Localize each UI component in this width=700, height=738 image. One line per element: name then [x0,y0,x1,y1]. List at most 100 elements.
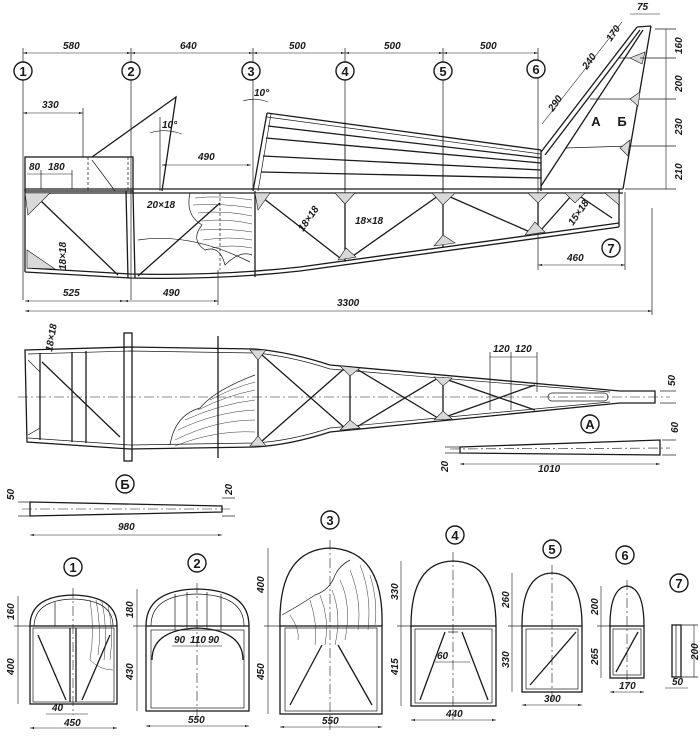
fin-dims: 75 170 240 290 160 200 230 210 [541,2,685,190]
section-4: 4 60 330 415 440 [390,525,497,722]
top-view-plywood-cutaway [169,374,256,447]
top-view: 18×18 120 120 50 [18,323,678,462]
station-marker-4: 4 [335,61,355,81]
dimension-label: 2 [193,556,200,571]
dimension-label: 980 [118,522,135,533]
dimension-label: 80 [29,162,41,173]
dimension-label: 120 [515,344,532,355]
dimension-label: 200 [690,643,700,661]
dimension-label: 430 [125,663,136,681]
fuselage-side-truss [24,188,623,280]
fin-frame: А Б [540,25,652,190]
dimension-label: 490 [197,152,215,163]
dimension-label: 415 [390,658,401,676]
dimension-label: 265 [590,648,601,666]
dimension-label: 300 [544,694,561,705]
dimension-label: 60 [670,421,681,433]
dimension-label: 290 [546,93,565,114]
dimension-label: 1 [19,64,26,79]
dimension-label: 75 [637,2,649,13]
station-spacing-dims: 580 640 500 500 500 [23,41,538,55]
section-1: 1 160 400 40 450 [6,557,118,730]
fin-part-label-a: А [591,114,601,129]
station-markers: 1 2 3 4 5 6 7 [13,59,621,258]
station-marker-1: 1 [13,61,33,81]
dimension-label: 200 [590,598,601,616]
cockpit-front: 330 80 180 490 10° 10° [23,88,270,192]
dimension-label: 550 [188,715,205,726]
part-b-detail: Б 50 20 980 [6,474,235,537]
dimension-label: 10° [162,120,178,131]
dimension-label: 260 [501,591,512,609]
section-2: 2 90 110 90 180 430 550 [125,553,250,728]
dimension-label: 1 [69,560,76,575]
section-7: 7 200 50 [665,573,700,689]
dimension-label: 5 [548,542,555,557]
dimension-label: 400 [256,576,267,594]
dimension-label: 500 [384,41,401,52]
station-marker-2: 2 [121,61,141,81]
dimension-label: 580 [63,41,80,52]
dimension-label: 18×18 [44,323,60,353]
dimension-label: 20×18 [146,200,176,211]
dimension-label: 180 [125,601,136,618]
dimension-label: 50 [6,488,17,500]
dimension-label: 18×18 [58,241,69,270]
cross-sections: 1 160 400 40 450 2 [6,510,700,730]
dimension-label: 640 [180,41,197,52]
dimension-label: 440 [445,709,463,720]
plywood-cutaway [188,192,253,270]
fin-part-label-b: Б [617,114,626,129]
dimension-label: 450 [63,718,81,729]
part-a-label: А [585,417,595,432]
dimension-label: 20 [224,483,235,496]
dimension-label: 500 [289,41,306,52]
dimension-label: 50 [667,374,678,386]
dimension-label: 3 [247,64,254,79]
dimension-label: 1010 [538,464,561,475]
dimension-label: 10° [254,88,270,99]
dimension-label: 4 [451,528,459,543]
dimension-label: 160 [6,603,17,620]
dimension-label: 4 [341,64,349,79]
dimension-label: 90 [208,635,220,646]
dimension-label: 450 [256,663,267,681]
dimension-label: 7 [675,576,682,591]
dimension-label: 60 [437,651,449,662]
dimension-label: 3300 [337,298,360,309]
dimension-label: 20 [440,460,451,473]
section-5: 5 260 330 300 [501,539,583,707]
dimension-label: 500 [480,41,497,52]
dimension-label: 5 [439,64,446,79]
section-3-plywood [281,559,377,646]
station-marker-5: 5 [433,61,453,81]
station-marker-7: 7 [601,238,621,258]
dimension-label: 40 [51,703,64,714]
dimension-label: 330 [501,651,512,668]
dimension-label: 330 [390,583,401,600]
section-1-plywood [89,599,114,671]
side-view: 1 2 3 4 5 6 7 580 640 500 500 500 [13,2,685,315]
section-3: 3 400 450 550 [256,510,383,730]
dimension-label: 15×18 [566,198,591,228]
side-bottom-dims: 525 490 3300 460 [25,208,653,315]
dimension-label: 230 [674,118,685,136]
dimension-label: 160 [674,37,685,54]
dimension-label: 18×18 [296,204,321,234]
station-marker-6: 6 [526,59,546,79]
dimension-label: 170 [619,681,636,692]
dimension-label: 180 [48,162,65,173]
dimension-label: 550 [322,716,339,727]
part-b-label: Б [120,477,129,492]
dimension-label: 110 [190,635,206,646]
dimension-label: 6 [532,62,539,77]
part-a-detail: А 20 60 1010 [440,414,681,475]
section-6: 6 200 265 170 [590,545,645,694]
dimension-label: 460 [566,253,584,264]
dimension-label: 50 [672,677,684,688]
dimension-label: 200 [674,75,685,93]
dimension-label: 6 [621,548,628,563]
dimension-label: 3 [326,513,333,528]
